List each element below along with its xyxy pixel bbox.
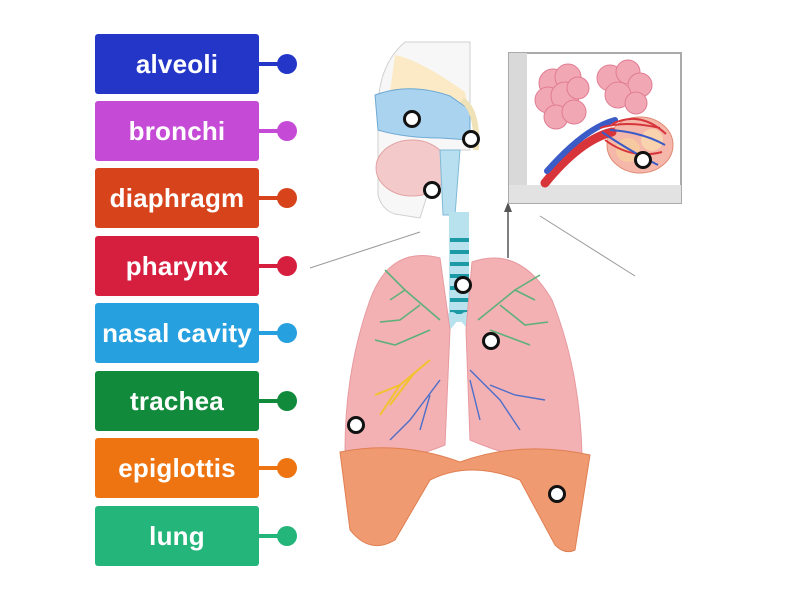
connector (259, 331, 285, 335)
label-bronchi[interactable]: bronchi (95, 101, 259, 161)
label-row-nasal-cavity: nasal cavity (95, 303, 305, 363)
label-row-trachea: trachea (95, 371, 305, 431)
alveoli-point[interactable] (634, 151, 652, 169)
pin-dot[interactable] (277, 323, 297, 343)
lung-point[interactable] (347, 416, 365, 434)
label-row-epiglottis: epiglottis (95, 438, 305, 498)
pin-dot[interactable] (277, 526, 297, 546)
respiratory-diagram (300, 30, 720, 570)
label-row-diaphragm: diaphragm (95, 168, 305, 228)
label-trachea[interactable]: trachea (95, 371, 259, 431)
respiratory-illustration (309, 41, 682, 553)
pin-dot[interactable] (277, 458, 297, 478)
connector (259, 264, 285, 268)
zoom-line (309, 231, 421, 269)
zoom-line (539, 215, 636, 277)
arrowhead-icon (504, 202, 512, 212)
pin-dot[interactable] (277, 256, 297, 276)
pin-dot[interactable] (277, 391, 297, 411)
pharynx-point[interactable] (462, 130, 480, 148)
connector (259, 534, 285, 538)
connector (259, 399, 285, 403)
pin-dot[interactable] (277, 121, 297, 141)
diaphragm-illustration (339, 447, 591, 553)
label-row-lung: lung (95, 506, 305, 566)
label-row-pharynx: pharynx (95, 236, 305, 296)
trachea-point[interactable] (454, 276, 472, 294)
label-nasal-cavity[interactable]: nasal cavity (95, 303, 259, 363)
label-row-alveoli: alveoli (95, 34, 305, 94)
connector (259, 129, 285, 133)
lungs-illustration (344, 255, 583, 461)
alveoli-inset (508, 52, 682, 204)
pin-dot[interactable] (277, 188, 297, 208)
label-lung[interactable]: lung (95, 506, 259, 566)
bronchi-point[interactable] (482, 332, 500, 350)
label-alveoli[interactable]: alveoli (95, 34, 259, 94)
label-diaphragm[interactable]: diaphragm (95, 168, 259, 228)
connector (259, 62, 285, 66)
connector (259, 466, 285, 470)
diaphragm-point[interactable] (548, 485, 566, 503)
label-pharynx[interactable]: pharynx (95, 236, 259, 296)
connector (259, 196, 285, 200)
nasal-cavity-point[interactable] (403, 110, 421, 128)
pin-dot[interactable] (277, 54, 297, 74)
epiglottis-point[interactable] (423, 181, 441, 199)
label-epiglottis[interactable]: epiglottis (95, 438, 259, 498)
label-row-bronchi: bronchi (95, 101, 305, 161)
